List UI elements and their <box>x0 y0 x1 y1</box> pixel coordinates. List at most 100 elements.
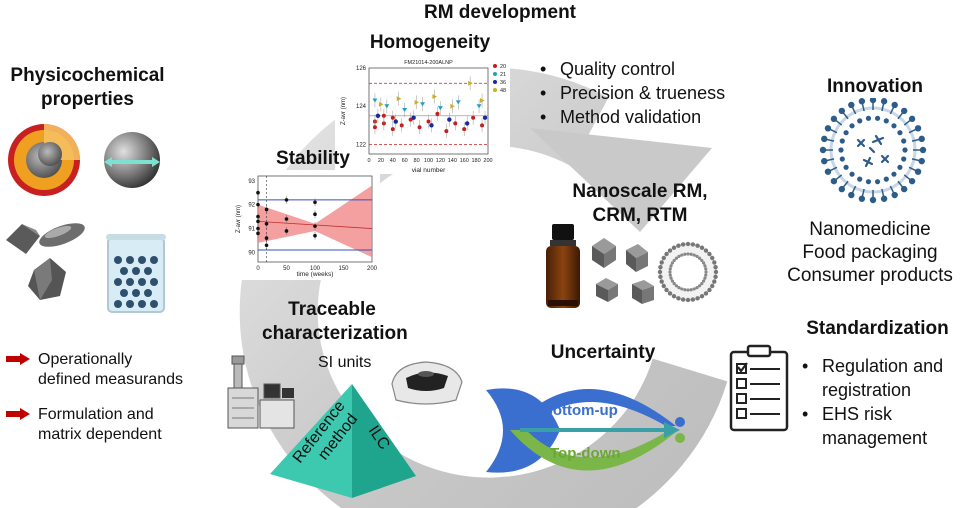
x-tick-label: 60 <box>402 158 408 164</box>
item-line: EHS risk <box>822 404 893 424</box>
red-arrow-icon <box>6 353 30 365</box>
sphere-diameter-icon <box>104 132 160 188</box>
data-point <box>372 98 378 103</box>
innovation-item: Food packaging <box>802 242 938 263</box>
chart-title: FM21014-200ALNP <box>404 60 453 66</box>
data-point <box>284 198 289 202</box>
data-point <box>313 212 317 217</box>
x-tick-label: 120 <box>436 158 445 164</box>
y-tick-label: 93 <box>248 179 255 185</box>
nanocube-icon <box>592 238 654 304</box>
data-point <box>396 96 402 102</box>
x-tick-label: 20 <box>378 158 384 164</box>
data-point <box>482 115 488 120</box>
data-point <box>411 115 416 120</box>
x-tick-label: 0 <box>367 158 370 164</box>
data-point <box>381 113 386 118</box>
heading-line: properties <box>41 89 134 110</box>
data-point <box>313 224 317 228</box>
data-point <box>390 115 395 120</box>
data-point <box>378 101 384 107</box>
y-tick-label: 90 <box>248 250 255 256</box>
data-point <box>480 123 485 128</box>
core-shell-particle-icon <box>8 124 80 196</box>
data-point <box>284 229 289 233</box>
y-axis-label: Z-avr (nm) <box>341 97 347 125</box>
stability-label: Stability <box>276 148 350 169</box>
data-point <box>455 100 461 105</box>
data-point <box>429 123 434 128</box>
legend-marker <box>493 80 497 84</box>
bullet-item: Quality control <box>538 57 778 81</box>
red-arrow-icon <box>6 408 30 420</box>
item-line: Regulation and <box>822 356 944 376</box>
bottom-up-label: Bottom-up <box>542 402 618 419</box>
data-point <box>256 219 260 224</box>
data-point <box>417 125 422 130</box>
data-point <box>399 123 404 128</box>
legend-marker <box>493 64 497 68</box>
data-point <box>313 200 317 205</box>
left-point-1: Operationally defined measurands <box>6 350 238 390</box>
data-point <box>284 217 289 221</box>
x-axis-label: time (weeks) <box>297 271 334 278</box>
y-tick-label: 126 <box>356 66 367 72</box>
bullet-item: Method validation <box>538 105 778 129</box>
y-tick-label: 122 <box>356 142 367 148</box>
data-point <box>384 104 390 109</box>
data-point <box>468 80 473 86</box>
data-point <box>426 119 431 124</box>
y-tick-label: 124 <box>356 104 367 110</box>
instrument-icon <box>227 355 295 429</box>
uncertainty-diagram: Bottom-up Top-down <box>486 388 685 473</box>
x-tick-label: 140 <box>448 158 457 164</box>
data-point <box>390 127 395 132</box>
beaker-dispersion-icon <box>106 234 166 313</box>
data-point <box>264 243 269 248</box>
x-tick-label: 200 <box>483 158 492 164</box>
innovation-items: Nanomedicine Food packaging Consumer pro… <box>770 218 967 287</box>
item-line: management <box>822 428 928 448</box>
uncertainty-band <box>258 185 372 258</box>
legend-label: 36 <box>500 80 506 86</box>
top-down-label: Top-down <box>550 445 621 462</box>
heading-line: Physicochemical <box>10 65 165 86</box>
data-point <box>444 129 449 134</box>
y-tick-label: 91 <box>248 227 255 233</box>
x-tick-label: 100 <box>310 266 321 272</box>
data-point <box>432 94 437 100</box>
data-point <box>420 102 426 107</box>
liposome-drug-icon <box>819 98 927 204</box>
data-point <box>264 236 269 240</box>
y-axis-label: Z-avr (nm) <box>236 205 242 233</box>
data-point <box>402 108 408 113</box>
data-point <box>464 121 470 126</box>
data-point <box>437 106 443 111</box>
reference-method-triangle: Reference method ILC <box>270 384 416 498</box>
data-point <box>447 117 452 122</box>
point-line: Formulation and <box>38 406 154 423</box>
standardization-item: EHS risk management <box>800 402 967 450</box>
x-axis-label: vial number <box>412 167 446 174</box>
vesicle-icon <box>657 241 719 303</box>
standardization-heading: Standardization <box>806 318 949 339</box>
data-point <box>264 207 269 212</box>
innovation-item: Nanomedicine <box>809 219 931 240</box>
particle-shapes-icon <box>6 223 85 300</box>
data-point <box>414 99 420 105</box>
heading-line: Nanoscale RM, <box>572 181 708 202</box>
data-point <box>435 111 440 116</box>
nanoscale-rm-heading: Nanoscale RM, CRM, RTM <box>555 180 725 228</box>
data-point <box>471 115 476 120</box>
data-point <box>256 214 260 219</box>
bullet-item: Precision & trueness <box>538 81 778 105</box>
item-line: registration <box>822 380 912 400</box>
nanoparticle-illustrations <box>6 124 166 313</box>
point-line: defined measurands <box>38 371 183 388</box>
legend-label: 20 <box>500 64 506 70</box>
data-point <box>450 103 455 109</box>
physicochemical-heading: Physicochemical properties <box>0 64 175 112</box>
homogeneity-label: Homogeneity <box>369 32 491 53</box>
left-point-2: Formulation and matrix dependent <box>6 405 238 445</box>
data-point <box>393 119 398 124</box>
